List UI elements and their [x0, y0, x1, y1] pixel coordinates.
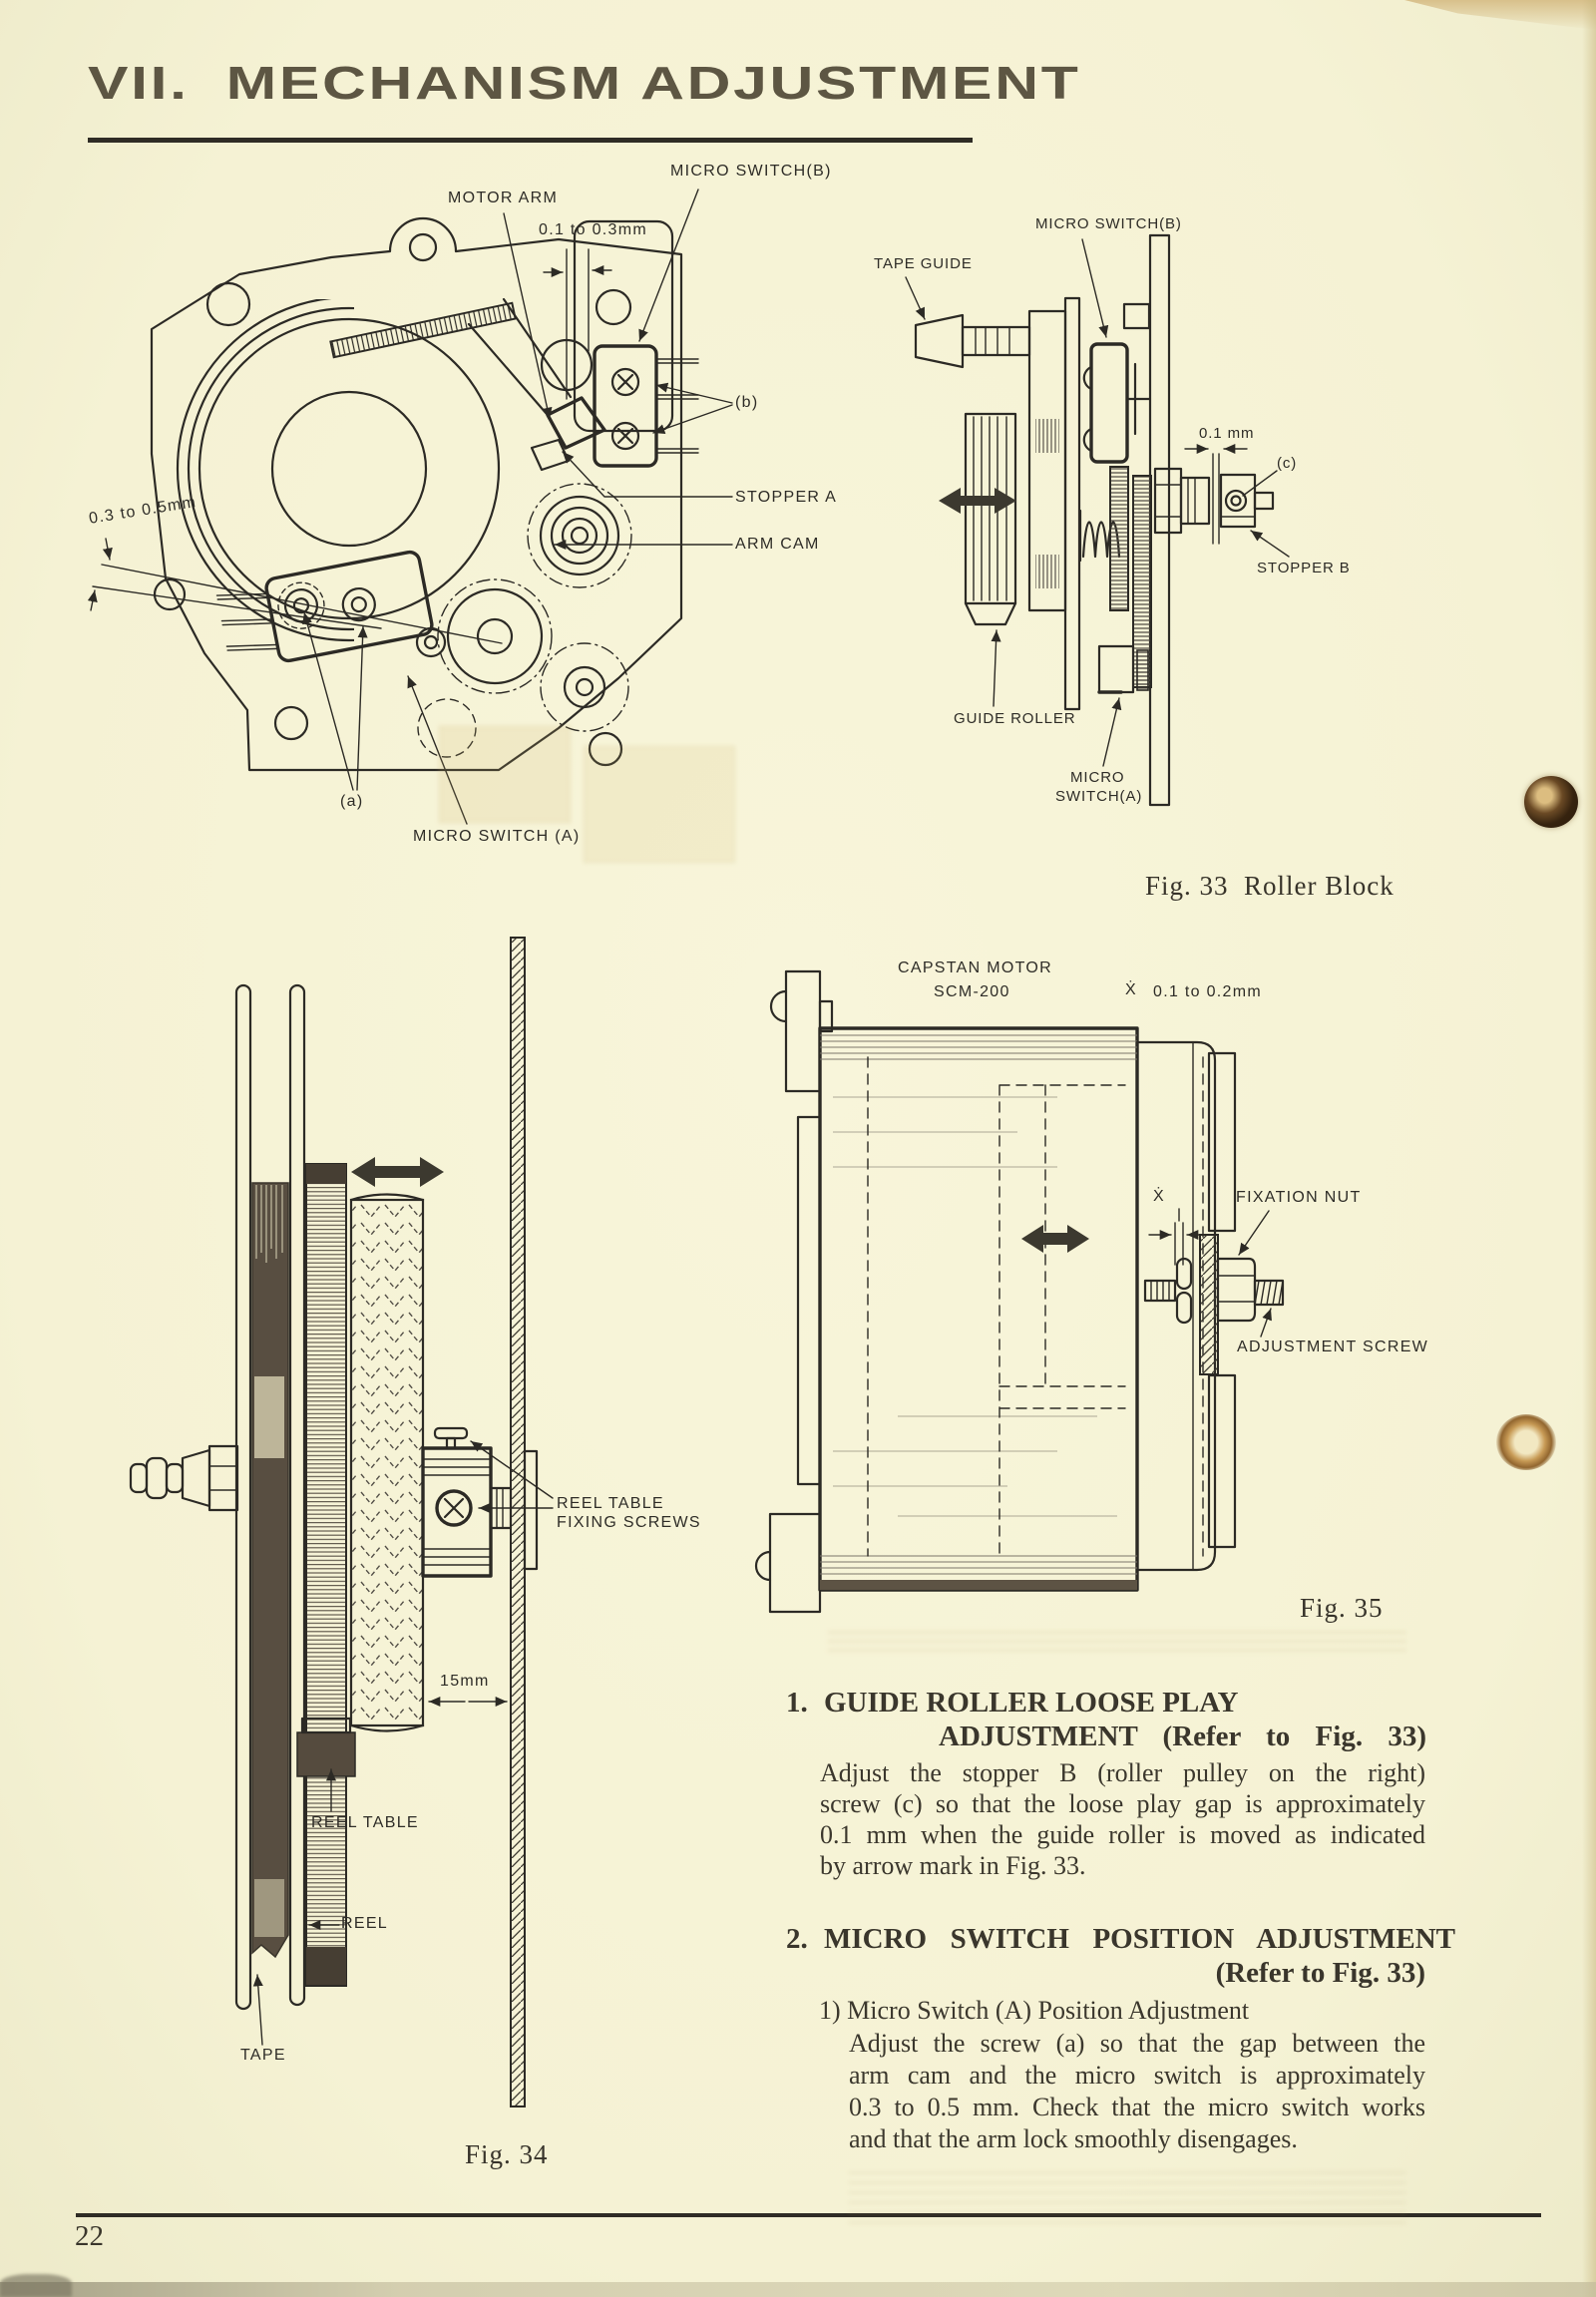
- bleedthrough-ghost: [828, 1626, 1406, 1652]
- fixing-screw: [435, 1489, 473, 1527]
- reel-flange-right: [288, 983, 306, 2007]
- section2-body-line2: arm cam and the micro switch is approxim…: [849, 2061, 1425, 2090]
- section2-number: 2.: [786, 1923, 808, 1955]
- label-b-ref: (b): [735, 394, 759, 411]
- tape-guide-part: [914, 313, 1031, 369]
- drive-roller: [349, 1193, 425, 1732]
- label-gap-0-1-to-0-2: 0.1 to 0.2mm: [1153, 983, 1262, 1000]
- label-arm-cam: ARM CAM: [735, 536, 820, 553]
- section2-body-line3: 0.3 to 0.5 mm. Check that the micro swit…: [849, 2093, 1425, 2121]
- label-reel-table: REEL TABLE: [311, 1814, 419, 1831]
- fig34-reel-drawing: [129, 937, 554, 2107]
- adjustment-hardware: [1143, 1257, 1285, 1325]
- micro-switch-a-side: [1097, 644, 1149, 694]
- motion-arrow: [1021, 1225, 1089, 1253]
- fig35-capstan-motor-drawing: [754, 969, 1285, 1614]
- reel-table-flange: [296, 1731, 356, 1777]
- punch-hole-icon: [1524, 776, 1578, 828]
- punch-hole-icon: [1496, 1414, 1556, 1470]
- fig33-front-view-drawing: [87, 189, 733, 825]
- label-guide-roller: GUIDE ROLLER: [954, 710, 1076, 727]
- label-15mm: 15mm: [440, 1673, 490, 1690]
- label-gap-0-1-to-0-3: 0.1 to 0.3mm: [539, 221, 647, 238]
- fig33-side-view-drawing: [905, 233, 1290, 807]
- section2-body-line1: Adjust the screw (a) so that the gap bet…: [849, 2029, 1425, 2058]
- section1-heading-line2: ADJUSTMENT (Refer to Fig. 33): [939, 1721, 1426, 1752]
- section1-body-line4: by arrow mark in Fig. 33.: [820, 1851, 1086, 1880]
- page-number: 22: [75, 2220, 104, 2252]
- reel-shaft-knob: [129, 1444, 239, 1512]
- label-a-ref: (a): [340, 793, 364, 810]
- chassis-wall: [510, 937, 526, 2107]
- fig35-caption: Fig. 35: [1300, 1593, 1384, 1623]
- spring: [329, 301, 517, 359]
- section2-heading-line2: (Refer to Fig. 33): [1215, 1957, 1425, 1989]
- fixing-screw-top: [433, 1426, 469, 1440]
- label-gap-0-1mm: 0.1 mm: [1199, 425, 1255, 442]
- motion-arrow: [351, 1157, 444, 1187]
- label-micro-switch-b-right: MICRO SWITCH(B): [1035, 215, 1182, 232]
- label-adjustment-screw: ADJUSTMENT SCREW: [1237, 1339, 1429, 1355]
- ref-mark-gap-icon: Ẋ: [1153, 1188, 1165, 1205]
- section2-body-line4: and that the arm lock smoothly disengage…: [849, 2124, 1298, 2153]
- section1-body-line2: screw (c) so that the loose play gap is …: [820, 1789, 1425, 1818]
- page-corner-smudge: [0, 2274, 72, 2297]
- label-c-ref: (c): [1277, 455, 1298, 472]
- section1-body-line3: 0.1 mm when the guide roller is moved as…: [820, 1820, 1425, 1849]
- label-switch-a-right-line2: SWITCH(A): [1055, 788, 1143, 805]
- fig34-caption: Fig. 34: [465, 2139, 549, 2169]
- guide-roller-part: [964, 412, 1017, 626]
- section1-number: 1.: [786, 1687, 808, 1719]
- fig33-caption: Fig. 33 Roller Block: [1145, 871, 1395, 901]
- label-motor-arm: MOTOR ARM: [448, 190, 559, 206]
- page-title: VII. MECHANISM ADJUSTMENT: [88, 60, 1080, 106]
- reel-flange-left: [234, 983, 252, 2011]
- label-scm-200: SCM-200: [934, 983, 1010, 1000]
- reel-hub-column: [296, 1163, 356, 1987]
- ref-mark-icon: Ẋ: [1125, 981, 1137, 998]
- micro-switch-a: [215, 550, 434, 663]
- fixation-nut-part: [1216, 1257, 1257, 1323]
- page-title-text: MECHANISM ADJUSTMENT: [225, 57, 1081, 109]
- label-stopper-a: STOPPER A: [735, 489, 838, 506]
- label-fixing-screws-line2: FIXING SCREWS: [557, 1514, 701, 1531]
- tape-pack: [251, 1182, 289, 1959]
- label-micro-switch-a: MICRO SWITCH (A): [413, 828, 581, 845]
- arm-cam: [527, 483, 632, 588]
- mounting-plate-outline: [150, 216, 683, 772]
- micro-switch-b: [593, 344, 699, 468]
- reel-table-hub: [421, 1426, 513, 1578]
- section2-subheading: 1) Micro Switch (A) Position Adjustment: [819, 1996, 1250, 2025]
- page-title-numeral: VII.: [88, 57, 190, 109]
- page-corner-shadow: [1404, 0, 1596, 30]
- page-bottom-edge: [0, 2282, 1596, 2297]
- label-capstan-motor: CAPSTAN MOTOR: [898, 959, 1052, 976]
- adjustment-screw-part: [1253, 1279, 1285, 1307]
- micro-switch-b-side: [1082, 342, 1152, 464]
- title-rule: [88, 138, 973, 143]
- stopper-b-assembly: [1153, 453, 1275, 545]
- motion-arrow: [939, 488, 1016, 514]
- label-reel: REEL: [341, 1915, 388, 1932]
- capstan-motor-body: [818, 1026, 1139, 1592]
- section1-heading-line1: GUIDE ROLLER LOOSE PLAY: [824, 1687, 1239, 1719]
- section2-heading-line1: MICRO SWITCH POSITION ADJUSTMENT: [824, 1923, 1455, 1955]
- label-fixing-screws-line1: REEL TABLE: [557, 1495, 664, 1512]
- footer-rule: [76, 2213, 1541, 2217]
- label-micro-switch-b: MICRO SWITCH(B): [670, 163, 832, 180]
- label-tape-guide: TAPE GUIDE: [874, 255, 973, 272]
- mounting-wall: [1199, 1234, 1219, 1375]
- label-stopper-b: STOPPER B: [1257, 560, 1351, 576]
- page-edge-shadow: [1582, 0, 1596, 2297]
- section1-body-line1: Adjust the stopper B (roller pulley on t…: [820, 1758, 1425, 1787]
- stopper-a-wedge: [546, 396, 606, 450]
- switch-bracket-plate: [573, 219, 674, 433]
- base-plate: [1148, 233, 1171, 807]
- label-tape: TAPE: [240, 2047, 286, 2064]
- label-micro-right-line1: MICRO: [1070, 769, 1125, 786]
- label-fixation-nut: FIXATION NUT: [1236, 1189, 1362, 1206]
